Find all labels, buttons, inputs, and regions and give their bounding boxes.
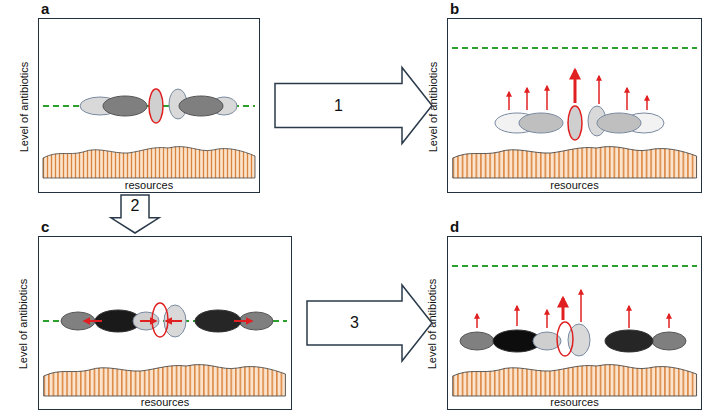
panel-c-art xyxy=(43,303,287,396)
panel-frame: bLevel of antibioticsresources xyxy=(447,18,702,193)
step-number: 2 xyxy=(131,197,140,215)
axis-label: Level of antibiotics xyxy=(15,237,31,411)
microbe xyxy=(103,96,147,116)
resource-hill xyxy=(453,365,697,396)
shift-arrow xyxy=(84,320,102,322)
vacated-niche xyxy=(557,322,573,356)
panel-frame: dLevel of antibioticsresources xyxy=(447,236,702,410)
shift-arrow xyxy=(166,320,182,322)
panel-letter: d xyxy=(450,218,459,235)
tolerance-arrow xyxy=(580,290,582,322)
tolerance-arrow xyxy=(562,298,565,320)
tolerance-arrow xyxy=(508,92,510,110)
microbe xyxy=(179,96,223,116)
block-arrow xyxy=(307,285,432,361)
panel-frame: cLevel of antibioticsresources xyxy=(38,236,292,410)
tolerance-arrow xyxy=(526,88,528,110)
panel-a-art xyxy=(43,89,255,178)
microbe xyxy=(597,113,641,133)
resource-hill xyxy=(44,365,286,396)
axis-label: Level of antibiotics xyxy=(15,19,31,194)
tolerance-arrow xyxy=(476,314,478,328)
tolerance-arrow xyxy=(668,314,670,328)
panel-letter: a xyxy=(41,0,49,17)
tolerance-arrow xyxy=(546,86,548,110)
panel-letter: c xyxy=(41,218,49,235)
microbe xyxy=(460,332,494,350)
tolerance-arrow xyxy=(626,88,628,110)
block-arrow xyxy=(111,195,159,233)
axis-label: resources xyxy=(448,179,701,191)
microbe xyxy=(605,330,653,352)
shift-arrow xyxy=(234,320,252,322)
step-number: 1 xyxy=(334,97,343,115)
resource-hill xyxy=(43,147,255,178)
tolerance-arrow xyxy=(574,70,577,103)
focal-microbe xyxy=(149,89,163,123)
microbe xyxy=(164,305,186,337)
focal-microbe xyxy=(568,106,582,140)
microbe xyxy=(652,332,686,350)
microbe xyxy=(133,312,159,330)
antibiotic-level xyxy=(452,265,697,267)
axis-label: resources xyxy=(39,396,291,408)
resource-hill xyxy=(453,147,697,178)
tolerance-arrow xyxy=(516,306,518,326)
tolerance-arrow xyxy=(646,96,648,110)
panel-d-art xyxy=(452,266,697,396)
antibiotic-level xyxy=(452,47,697,49)
axis-label: resources xyxy=(39,179,259,191)
microbe xyxy=(519,113,563,133)
block-arrow xyxy=(275,68,432,144)
tolerance-arrow xyxy=(598,76,600,104)
step-number: 3 xyxy=(350,314,359,332)
tolerance-arrow xyxy=(628,306,630,328)
shift-arrow xyxy=(140,320,156,322)
tolerance-arrow xyxy=(546,310,548,328)
axis-label: resources xyxy=(448,396,701,408)
panel-frame: aLevel of antibioticsresources xyxy=(38,18,260,193)
panel-letter: b xyxy=(450,0,459,17)
panel-b-art xyxy=(452,48,697,178)
